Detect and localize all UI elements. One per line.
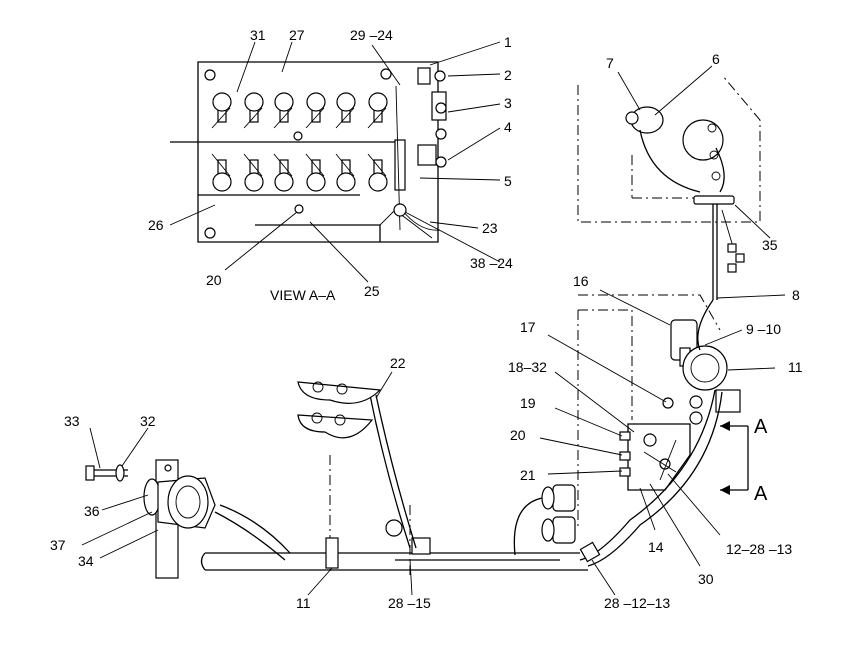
callout-label: 18–32 (508, 359, 547, 375)
callout-label: 31 (250, 27, 266, 43)
section-mark: A (754, 416, 768, 438)
injector-shape (367, 92, 388, 129)
callout-label: 29 –24 (350, 27, 393, 43)
callout-label: 22 (390, 355, 406, 371)
injector-shape (211, 153, 232, 192)
callout-label: 7 (606, 55, 614, 71)
callout-label: 4 (504, 119, 512, 135)
injector-shape (211, 92, 232, 129)
injector-shape (243, 153, 264, 192)
callout-label: 3 (504, 95, 512, 111)
callout-label: 30 (698, 571, 714, 587)
callout-label: 9 –10 (746, 321, 781, 337)
view-aa-leaders (169, 41, 501, 283)
callout-label: 26 (148, 217, 164, 233)
callout-label: 6 (712, 51, 720, 67)
callout-label: 28 –12–13 (604, 595, 670, 611)
callout-label: 5 (504, 173, 512, 189)
callout-labels: 1 2 3 4 5 27 31 29 –24 26 20 25 23 38 –2… (50, 27, 803, 611)
callout-label: 12–28 –13 (726, 541, 792, 557)
callout-label: 35 (762, 237, 778, 253)
callout-label: 20 (206, 272, 222, 288)
callout-label: 34 (78, 553, 94, 569)
callout-label: 11 (296, 595, 311, 611)
callout-label: 1 (504, 34, 512, 50)
callout-label: 8 (792, 287, 800, 303)
upper-right-harness (577, 65, 786, 300)
view-aa-detail (170, 61, 447, 243)
callout-label: 38 –24 (470, 255, 513, 271)
mid-right-assembly (539, 289, 776, 567)
callout-label: 17 (520, 319, 536, 335)
injector-shape (335, 153, 356, 192)
callout-label: 33 (64, 413, 80, 429)
callout-label: 2 (504, 67, 512, 83)
callout-label: 27 (289, 27, 305, 43)
injector-shape (305, 153, 326, 192)
callout-label: 14 (648, 539, 664, 555)
callout-label: 23 (482, 220, 498, 236)
callout-label: 19 (520, 395, 536, 411)
view-label: VIEW A–A (270, 287, 336, 303)
injector-shape (243, 92, 264, 129)
injector-shape (273, 92, 294, 129)
callout-label: 28 –15 (388, 595, 431, 611)
callout-label: 20 (510, 427, 526, 443)
injector-shape (305, 92, 326, 129)
callout-label: 11 (788, 359, 803, 375)
bottom-harness (81, 371, 616, 596)
injector-shape (335, 92, 356, 129)
callout-label: 21 (520, 467, 536, 483)
callout-label: 32 (140, 413, 156, 429)
callout-label: 37 (50, 537, 66, 553)
injector-shape (273, 153, 294, 192)
callout-label: 25 (364, 283, 380, 299)
section-mark: A (754, 483, 768, 505)
callout-label: 16 (573, 273, 589, 289)
callout-label: 36 (84, 503, 100, 519)
injector-shape (367, 153, 388, 192)
